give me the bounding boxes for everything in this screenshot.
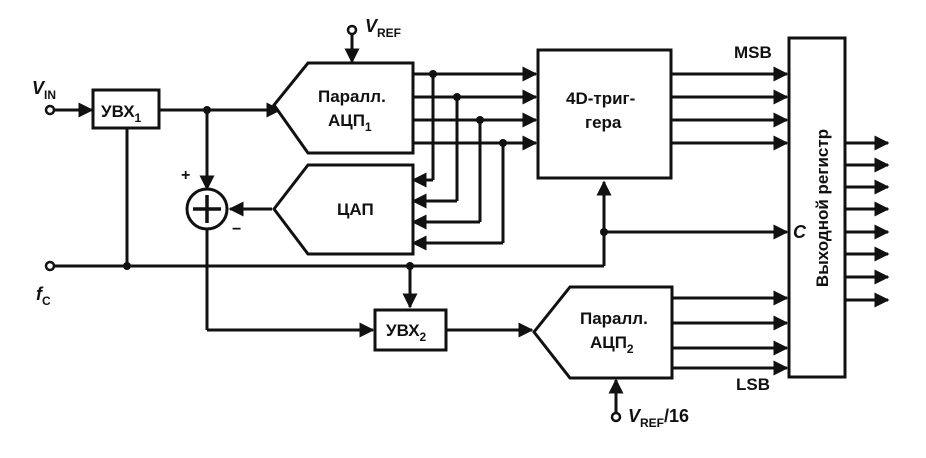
dac-label: ЦАП (337, 200, 374, 219)
signal-wires (54, 34, 890, 413)
junction-dots (123, 70, 608, 270)
msb-label: MSB (734, 43, 772, 62)
adc1-block: Паралл. АЦП1 (272, 61, 415, 155)
adc2-label-line2: АЦП2 (590, 333, 634, 356)
vref-top-terminal (346, 24, 358, 36)
sha1-block: УВХ1 (91, 88, 161, 130)
lsb-label: LSB (736, 375, 770, 394)
adc1-label-line1: Паралл. (318, 87, 386, 106)
adc2-block: Паралл. АЦП2 (532, 285, 674, 380)
latch-label-line2: гера (585, 113, 622, 132)
vref-top-label: VREF (365, 16, 401, 40)
vin-label: VIN (32, 78, 56, 102)
fc-terminal (44, 260, 56, 272)
adc2-label-line1: Паралл. (580, 309, 648, 328)
summing-junction: + − (181, 167, 241, 238)
vin-terminal (44, 104, 56, 116)
register-clock-label: C (793, 222, 807, 242)
summer-minus-sign: − (232, 221, 241, 238)
output-register-block: Выходной регистр C (787, 36, 847, 379)
sha1-label: УВХ1 (101, 102, 142, 125)
vref-bottom-label: VREF/16 (628, 406, 689, 430)
sha2-label: УВХ2 (386, 321, 427, 344)
sha2-block: УВХ2 (373, 308, 448, 352)
adc1-label-line2: АЦП1 (328, 111, 372, 134)
summer-plus-sign: + (181, 167, 190, 184)
latch-label-line1: 4D-триг- (566, 89, 635, 108)
dac-block: ЦАП (272, 163, 415, 256)
terminals (44, 24, 622, 423)
output-register-label: Выходной регистр (813, 129, 832, 287)
latch-block: 4D-триг- гера (536, 48, 673, 180)
fc-label: fC (36, 284, 51, 308)
vref-bottom-terminal (610, 411, 622, 423)
